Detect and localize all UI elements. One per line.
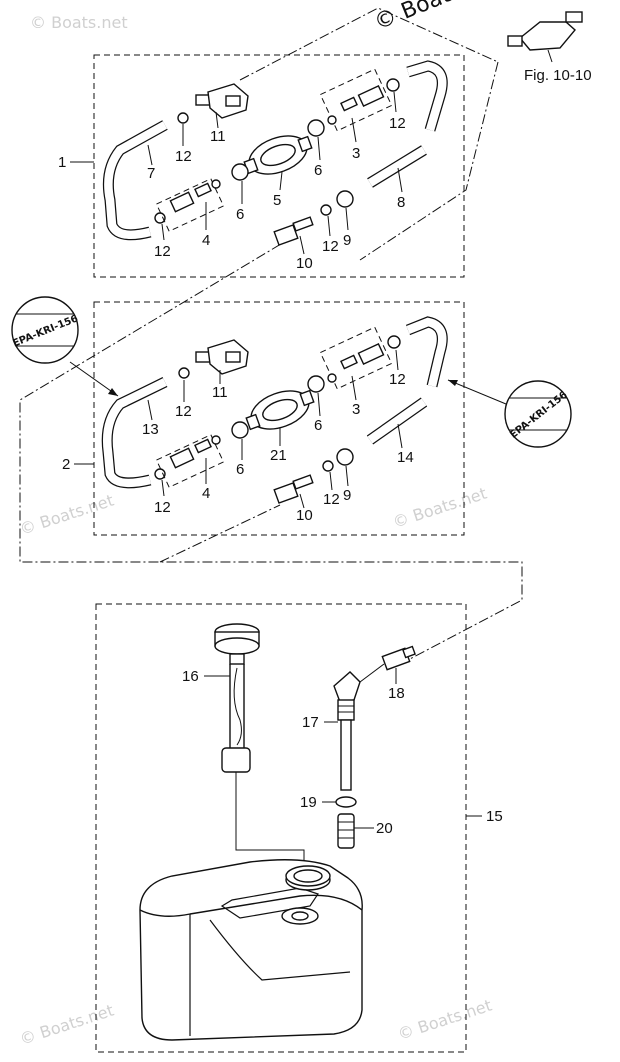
- elbow-fitting-17: [333, 671, 361, 721]
- watermark-right-bottom: © Boats.net: [395, 996, 494, 1044]
- callout-20: 20: [376, 820, 393, 837]
- callout-8: 8: [397, 194, 405, 211]
- fitting-group-3-a: [319, 68, 393, 132]
- fuel-gauge-16: [214, 623, 260, 773]
- clamp-12-d: [320, 204, 332, 216]
- callout-17: 17: [302, 714, 319, 731]
- epa-stamp-left-leader: [69, 361, 119, 397]
- callout-3-b: 3: [352, 401, 360, 418]
- callout-16: 16: [182, 668, 199, 685]
- callout-6-b: 6: [236, 206, 244, 223]
- callout-15: 15: [486, 808, 503, 825]
- clamp-12-c: [154, 212, 166, 224]
- watermark-left-bottom: © Boats.net: [17, 1001, 116, 1049]
- barb-10-b: [273, 474, 314, 504]
- callout-12-f: 12: [389, 371, 406, 388]
- assembly-1-frame: [93, 54, 465, 278]
- fitting-4-a: [169, 179, 221, 213]
- callout-10-b: 10: [296, 507, 313, 524]
- ring-6-c: [231, 421, 249, 439]
- epa-stamp-right: EPA-KRI-156: [504, 380, 572, 448]
- assembly-link-line-right: [359, 61, 499, 261]
- fitting-9-a: [336, 190, 354, 208]
- callout-19: 19: [300, 794, 317, 811]
- callout-3-a: 3: [352, 145, 360, 162]
- callout-12-a: 12: [175, 148, 192, 165]
- callout-7: 7: [147, 165, 155, 182]
- fitting-3-a: [327, 84, 385, 125]
- callout-9-a: 9: [343, 232, 351, 249]
- callout-12-h: 12: [323, 491, 340, 508]
- fitting-group-3-b: [319, 326, 393, 390]
- fuel-tank-body: [139, 859, 363, 1041]
- callout-18: 18: [388, 685, 405, 702]
- assembly-2-frame: [93, 301, 465, 536]
- callout-12-c: 12: [154, 243, 171, 260]
- callout-5: 5: [273, 192, 281, 209]
- callout-2: 2: [62, 456, 70, 473]
- pickup-tube: [340, 719, 352, 791]
- fitting-3-b: [327, 342, 385, 383]
- filter-20: [337, 813, 355, 849]
- callout-12-g: 12: [154, 499, 171, 516]
- fitting-9-b: [336, 448, 354, 466]
- clamp-12-b: [386, 78, 400, 92]
- callout-9-b: 9: [343, 487, 351, 504]
- callout-6-a: 6: [314, 162, 322, 179]
- callout-11-b: 11: [212, 384, 228, 401]
- clamp-12-e: [178, 367, 190, 379]
- o-ring-19: [335, 796, 357, 808]
- clamp-12-h: [322, 460, 334, 472]
- barb-10-a: [273, 216, 314, 246]
- copyright-text: © Boats: [371, 0, 465, 36]
- callout-10-a: 10: [296, 255, 313, 272]
- fitting-group-4-a: [155, 178, 225, 232]
- clamp-12-f: [387, 335, 401, 349]
- callout-6-c: 6: [314, 417, 322, 434]
- fig-10-10-connector: [507, 11, 583, 63]
- assembly-link-line-top: [239, 7, 499, 81]
- ring-6-a: [231, 163, 249, 181]
- clamp-12-a: [177, 112, 189, 124]
- epa-stamp-right-leader: [447, 379, 507, 405]
- connector-11-b: [195, 339, 249, 375]
- callout-4-b: 4: [202, 485, 210, 502]
- callout-12-e: 12: [175, 403, 192, 420]
- primer-bulb-5: [243, 135, 313, 175]
- callout-12-d: 12: [322, 238, 339, 255]
- callout-6-d: 6: [236, 461, 244, 478]
- fig-ref-label: Fig. 10-10: [524, 67, 592, 84]
- connector-11-a: [195, 83, 249, 119]
- callout-1: 1: [58, 154, 66, 171]
- watermark-left-mid: © Boats.net: [17, 491, 116, 539]
- callout-12-b: 12: [389, 115, 406, 132]
- epa-stamp-left: EPA-KRI-156: [11, 296, 80, 364]
- fitting-4-b: [169, 435, 221, 469]
- fuel-tank-assembly-frame: [95, 603, 467, 1053]
- watermark-top: © Boats.net: [30, 13, 128, 32]
- assembly-link-line-bottom: [159, 504, 281, 563]
- assembly-link-line-left: [19, 234, 523, 661]
- callout-11-a: 11: [210, 128, 226, 145]
- clamp-12-g: [154, 468, 166, 480]
- watermark-right-mid: © Boats.net: [390, 484, 489, 532]
- callout-4-a: 4: [202, 232, 210, 249]
- callout-21: 21: [270, 447, 287, 464]
- ring-6-b: [307, 119, 325, 137]
- callout-14: 14: [397, 449, 414, 466]
- fitting-18: [381, 645, 416, 671]
- ring-6-d: [307, 375, 325, 393]
- primer-bulb-21: [245, 389, 315, 431]
- callout-13: 13: [142, 421, 159, 438]
